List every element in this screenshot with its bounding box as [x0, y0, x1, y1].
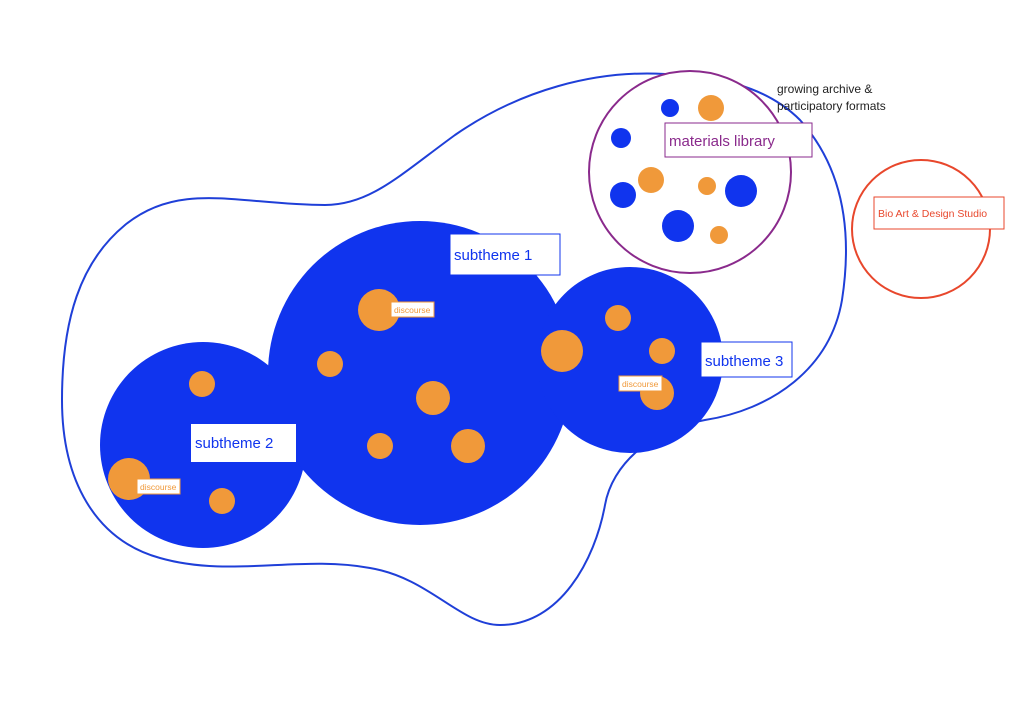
discourse-tag: discourse — [390, 301, 435, 318]
blue-dot — [662, 210, 694, 242]
orange-dot — [189, 371, 215, 397]
blue-dot — [661, 99, 679, 117]
orange-dot — [416, 381, 450, 415]
subtheme-1-text: subtheme 1 — [454, 247, 532, 264]
orange-dot — [367, 433, 393, 459]
orange-dot — [649, 338, 675, 364]
discourse-tag: discourse — [618, 375, 663, 392]
orange-dot — [358, 289, 400, 331]
orange-dot — [451, 429, 485, 463]
orange-dot — [209, 488, 235, 514]
blue-dot — [610, 182, 636, 208]
studio-text: Bio Art & Design Studio — [878, 208, 987, 220]
subtheme-1-bubble — [268, 221, 572, 525]
subtheme-3-label: subtheme 3 — [700, 341, 793, 378]
subtheme-2-text: subtheme 2 — [195, 435, 273, 452]
blue-dot — [725, 175, 757, 207]
subtheme-2-label: subtheme 2 — [191, 424, 296, 462]
outer-boundary — [60, 72, 847, 627]
discourse-text: discourse — [140, 482, 177, 492]
orange-dot — [541, 330, 583, 372]
materials-library-label: materials library — [664, 122, 813, 158]
materials-library-text: materials library — [669, 133, 775, 150]
archive-note-line-1: growing archive & — [777, 82, 872, 96]
orange-dot — [710, 226, 728, 244]
discourse-text: discourse — [622, 379, 659, 389]
discourse-tag: discourse — [136, 478, 181, 495]
archive-note-line-2: participatory formats — [777, 99, 886, 113]
materials-library-circle — [588, 70, 792, 274]
subtheme-3-text: subtheme 3 — [705, 353, 783, 370]
subtheme-3-bubble — [537, 267, 723, 453]
studio-label: Bio Art & Design Studio — [873, 196, 1005, 230]
blue-dot — [611, 128, 631, 148]
discourse-text: discourse — [394, 305, 431, 315]
orange-dot — [638, 167, 664, 193]
orange-dot — [698, 177, 716, 195]
orange-dot — [605, 305, 631, 331]
subtheme-1-label: subtheme 1 — [449, 233, 561, 276]
orange-dot — [317, 351, 343, 377]
orange-dot — [698, 95, 724, 121]
